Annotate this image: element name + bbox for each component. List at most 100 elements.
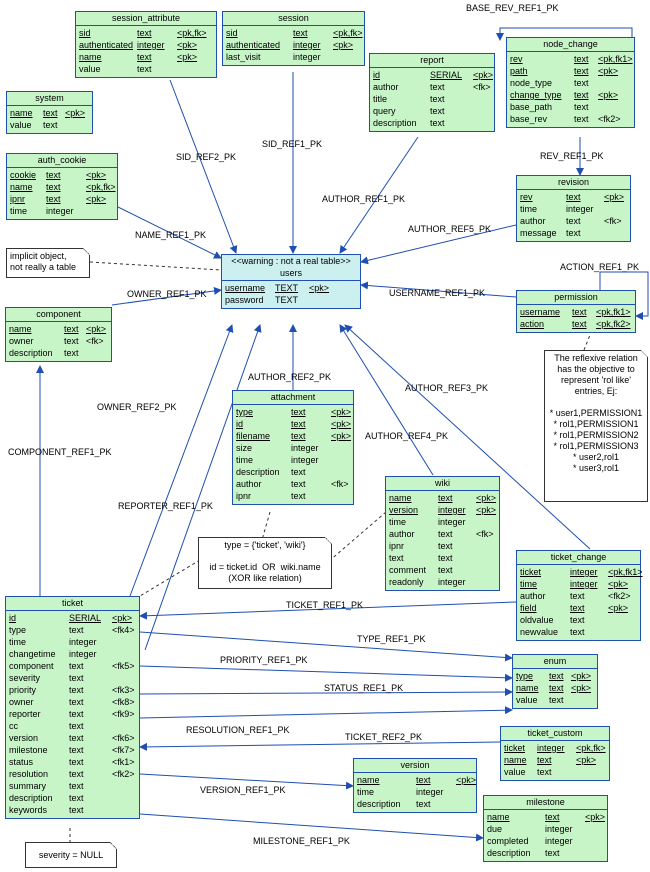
column-name: id <box>9 613 17 623</box>
column-name: name <box>389 493 412 503</box>
column-type: text <box>537 755 552 765</box>
column-name: name <box>9 324 32 334</box>
column-name: due <box>487 824 503 834</box>
column-key: <fk4> <box>112 625 135 635</box>
column-key: <pk> <box>576 755 597 765</box>
label-ticket-ref2: TICKET_REF2_PK <box>345 732 423 742</box>
column-type: text <box>430 82 445 92</box>
label-author-ref4: AUTHOR_REF4_PK <box>365 431 449 441</box>
column-type: text <box>549 671 564 681</box>
column-name: oldvalue <box>520 615 554 625</box>
column-name: description <box>487 848 531 858</box>
column-key: <fk2> <box>598 114 621 124</box>
column-type: text <box>69 757 84 767</box>
column-type: text <box>69 709 84 719</box>
column-name: name <box>487 812 510 822</box>
column-name: cc <box>9 721 18 731</box>
note-link-implicit <box>89 261 222 271</box>
entity-title: component <box>6 308 111 322</box>
column-key: <pk> <box>571 671 592 681</box>
column-type: integer <box>545 836 573 846</box>
note-link-xor-wiki <box>327 511 387 563</box>
column-key: <fk9> <box>112 709 135 719</box>
entity-title: report <box>370 54 494 68</box>
column-type: text <box>416 799 431 809</box>
column-name: author <box>373 82 399 92</box>
column-key: <fk7> <box>112 745 135 755</box>
column-key: <pk> <box>604 192 625 202</box>
entity-title: users <box>222 267 360 281</box>
column-type: text <box>572 319 587 329</box>
column-type: text <box>566 192 581 202</box>
column-name: value <box>504 767 526 777</box>
column-type: text <box>291 407 306 417</box>
column-name: sid <box>79 28 91 38</box>
column-name: milestone <box>9 745 48 755</box>
label-status-ref1: STATUS_REF1_PK <box>324 683 404 693</box>
column-name: name <box>504 755 527 765</box>
column-type: text <box>137 64 152 74</box>
column-name: readonly <box>389 577 424 587</box>
column-type: text <box>46 170 61 180</box>
entity-users[interactable]: <<warning : not a real table>> users use… <box>221 254 361 309</box>
column-type: text <box>291 479 306 489</box>
column-name: description <box>373 118 417 128</box>
column-type: text <box>69 793 84 803</box>
column-name: time <box>520 204 538 214</box>
column-type: text <box>43 120 58 130</box>
column-name: owner <box>9 336 34 346</box>
column-type: integer <box>416 787 444 797</box>
entity-title: session <box>223 12 364 26</box>
column-key: <pk> <box>331 407 352 417</box>
column-type: integer <box>291 443 319 453</box>
column-name: time <box>236 455 254 465</box>
column-type: text <box>566 216 581 226</box>
column-key: <pk> <box>585 812 606 822</box>
entity-title: node_change <box>507 38 634 52</box>
column-key: <pk,fk> <box>86 182 116 192</box>
rel-type-ref1 <box>139 631 513 662</box>
column-name: field <box>520 603 537 613</box>
label-sid-ref2: SID_REF2_PK <box>176 152 237 162</box>
